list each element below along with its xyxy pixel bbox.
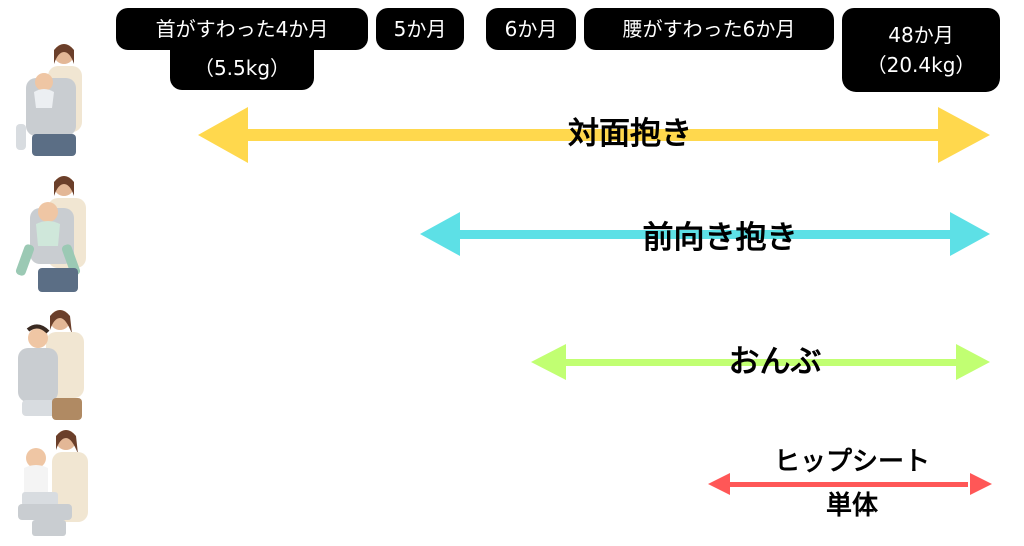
- carrier-front-out-photo: [8, 172, 94, 296]
- arrow-front-facing-in: [198, 107, 990, 163]
- label-hip-seat-line1: ヒップシート: [773, 447, 930, 477]
- badge-5-months-text: 5か月: [393, 17, 447, 41]
- label-hip-seat-line2: 単体: [825, 491, 878, 521]
- arrow-front-facing-out: [420, 212, 990, 256]
- label-back-carry: おんぶ: [728, 344, 822, 380]
- carrier-front-in-photo: [8, 38, 94, 162]
- badge-waist-6-months: 腰がすわった6か月: [584, 8, 834, 50]
- badge-6-months: 6か月: [486, 8, 576, 50]
- badge-neck-4-months: 首がすわった4か月: [116, 8, 368, 50]
- badge-48-months-text: 48か月: [888, 23, 954, 47]
- label-front-facing-out: 前向き抱き: [642, 220, 798, 256]
- badge-neck-4-months-text: 首がすわった4か月: [155, 17, 329, 41]
- arrow-hip-seat: [708, 473, 992, 495]
- badge-waist-6-months-text: 腰がすわった6か月: [622, 17, 796, 41]
- label-front-facing-in: 対面抱き: [568, 116, 692, 152]
- badge-48-months: 48か月 （20.4kg）: [842, 8, 1000, 92]
- arrow-back-carry: [531, 344, 990, 380]
- carrier-hip-seat-photo: [8, 422, 94, 546]
- badge-neck-4-months-weight-text: （5.5kg）: [193, 56, 291, 80]
- carrier-back-photo: [8, 300, 94, 424]
- badge-neck-4-months-weight: （5.5kg）: [170, 46, 314, 90]
- badge-48-months-weight-text: （20.4kg）: [866, 53, 976, 77]
- badge-5-months: 5か月: [376, 8, 464, 50]
- badge-6-months-text: 6か月: [504, 17, 558, 41]
